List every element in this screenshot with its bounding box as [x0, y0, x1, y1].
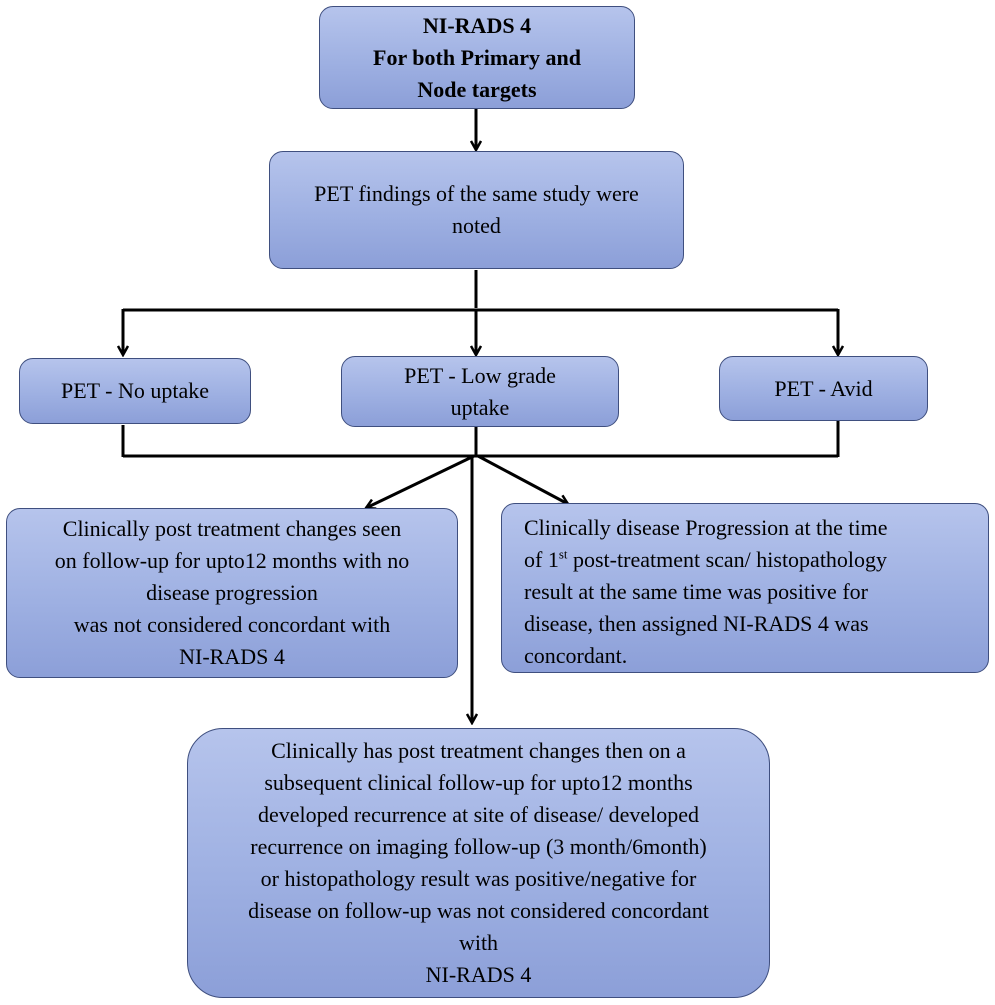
node-pet-no-uptake: PET - No uptake	[19, 358, 251, 424]
concordant-line-2-pre: of 1	[524, 547, 559, 572]
concordant-superscript: st	[558, 546, 568, 562]
node-pet-low-grade: PET - Low grade uptake	[341, 356, 619, 427]
node-not-concordant-bottom-text: Clinically has post treatment changes th…	[248, 738, 709, 987]
node-pet-findings: PET findings of the same study were note…	[269, 151, 684, 269]
node-concordant-right: Clinically disease Progression at the ti…	[501, 503, 989, 673]
concordant-rest: result at the same time was positive for…	[524, 579, 869, 668]
concordant-line-1: Clinically disease Progression at the ti…	[524, 515, 888, 540]
arrow-to-left-outcome	[366, 454, 475, 508]
arrow-to-right-outcome	[477, 454, 568, 504]
node-ni-rads-4-text: NI-RADS 4 For both Primary and Node targ…	[373, 12, 581, 102]
node-concordant-right-text: Clinically disease Progression at the ti…	[524, 512, 888, 672]
node-not-concordant-left: Clinically post treatment changes seen o…	[6, 508, 458, 678]
node-pet-low-grade-text: PET - Low grade uptake	[404, 362, 556, 420]
node-not-concordant-bottom: Clinically has post treatment changes th…	[187, 728, 770, 998]
node-pet-avid: PET - Avid	[719, 356, 928, 421]
node-ni-rads-4: NI-RADS 4 For both Primary and Node targ…	[319, 6, 635, 109]
concordant-line-2: of 1st post-treatment scan/ histopatholo…	[524, 544, 888, 576]
concordant-line-2-post: post-treatment scan/ histopathology	[567, 547, 888, 572]
node-not-concordant-left-text: Clinically post treatment changes seen o…	[54, 516, 410, 669]
node-pet-findings-text: PET findings of the same study were note…	[314, 181, 639, 238]
node-pet-avid-text: PET - Avid	[774, 375, 873, 401]
node-pet-no-uptake-text: PET - No uptake	[60, 378, 210, 403]
